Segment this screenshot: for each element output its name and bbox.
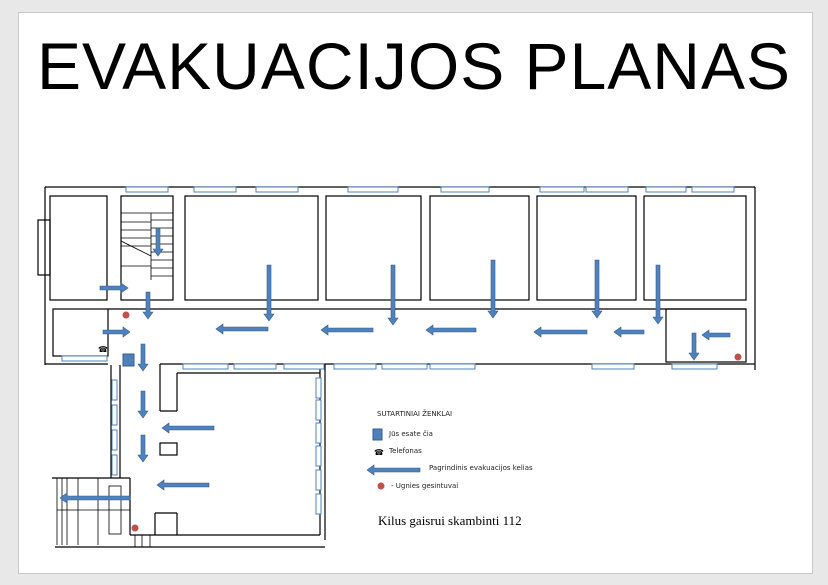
evacuation-arrow-icon xyxy=(99,282,129,294)
room xyxy=(184,195,319,301)
stairwell xyxy=(120,195,174,301)
window xyxy=(585,186,629,193)
evacuation-arrow-icon xyxy=(156,479,210,491)
evacuation-arrow-icon xyxy=(142,291,154,320)
window xyxy=(315,399,322,421)
emergency-note: Kilus gaisrui skambinti 112 xyxy=(378,513,522,528)
window xyxy=(182,363,229,370)
fire-extinguisher-icon xyxy=(734,353,742,361)
room xyxy=(429,195,530,301)
window xyxy=(193,186,237,193)
window xyxy=(691,186,735,193)
evacuation-arrow-icon xyxy=(652,264,664,325)
evacuation-arrow-icon xyxy=(425,324,477,336)
window xyxy=(347,186,399,193)
window xyxy=(111,454,118,476)
window xyxy=(125,186,169,193)
legend-main-route: Pagrindinis evakuacijos kelias xyxy=(429,464,533,472)
legend-heading: SUTARTINIAI ŽENKLAI xyxy=(377,410,453,418)
window xyxy=(111,379,118,401)
evacuation-arrow-icon xyxy=(161,422,215,434)
fire-extinguisher-icon xyxy=(131,524,139,532)
window xyxy=(539,186,585,193)
room xyxy=(665,308,747,363)
legend-extinguishers: - Ugnies gesintuvai xyxy=(391,482,459,490)
legend-you-are-here: Jūs esate čia xyxy=(389,430,433,438)
room xyxy=(325,195,422,301)
evacuation-arrow-icon xyxy=(263,264,275,322)
window xyxy=(315,469,322,491)
evacuation-arrows xyxy=(59,227,731,504)
window xyxy=(315,422,322,444)
evacuation-arrow-icon xyxy=(688,332,700,361)
room xyxy=(49,195,108,301)
telephone-icon: ☎ xyxy=(98,345,108,354)
fire-extinguisher-icon xyxy=(122,311,130,319)
window xyxy=(255,186,299,193)
evacuation-arrow-icon xyxy=(701,329,731,341)
evacuation-arrow-icon xyxy=(387,264,399,326)
window xyxy=(111,429,118,451)
window xyxy=(283,363,325,370)
room xyxy=(536,195,637,301)
evacuation-arrow-icon xyxy=(137,434,149,463)
windows xyxy=(61,186,735,515)
evacuation-arrow-icon xyxy=(102,326,131,338)
window xyxy=(429,363,476,370)
window xyxy=(381,363,428,370)
room xyxy=(643,195,747,301)
window xyxy=(671,363,718,370)
window xyxy=(440,186,490,193)
window xyxy=(111,404,118,426)
legend-you-are-here-icon xyxy=(372,428,383,441)
legend-extinguisher-icon xyxy=(377,482,385,490)
window xyxy=(315,377,322,399)
evacuation-arrow-icon xyxy=(366,464,421,476)
evacuation-arrow-icon xyxy=(613,326,645,338)
evacuation-arrow-icon xyxy=(320,324,374,336)
window xyxy=(315,493,322,515)
evacuation-arrow-icon xyxy=(137,343,149,372)
evacuation-arrow-icon xyxy=(591,259,603,319)
evacuation-arrow-icon xyxy=(487,259,499,319)
evacuation-arrow-icon xyxy=(533,326,588,338)
window xyxy=(233,363,277,370)
evacuation-arrow-icon xyxy=(137,390,149,419)
window xyxy=(333,363,377,370)
markers: ☎ ☎ xyxy=(98,311,742,532)
you-are-here-icon xyxy=(122,353,135,367)
window xyxy=(61,355,108,362)
legend-telephone-icon: ☎ xyxy=(374,448,384,457)
window xyxy=(645,186,687,193)
evacuation-arrow-icon xyxy=(59,492,131,504)
legend-telephone: Telefonas xyxy=(389,447,422,455)
window xyxy=(315,445,322,467)
evacuation-arrow-icon xyxy=(215,323,269,335)
document-page xyxy=(18,12,813,574)
evacuation-arrow-icon xyxy=(152,227,164,257)
window xyxy=(591,363,635,370)
page-title: EVAKUACIJOS PLANAS xyxy=(36,29,792,103)
